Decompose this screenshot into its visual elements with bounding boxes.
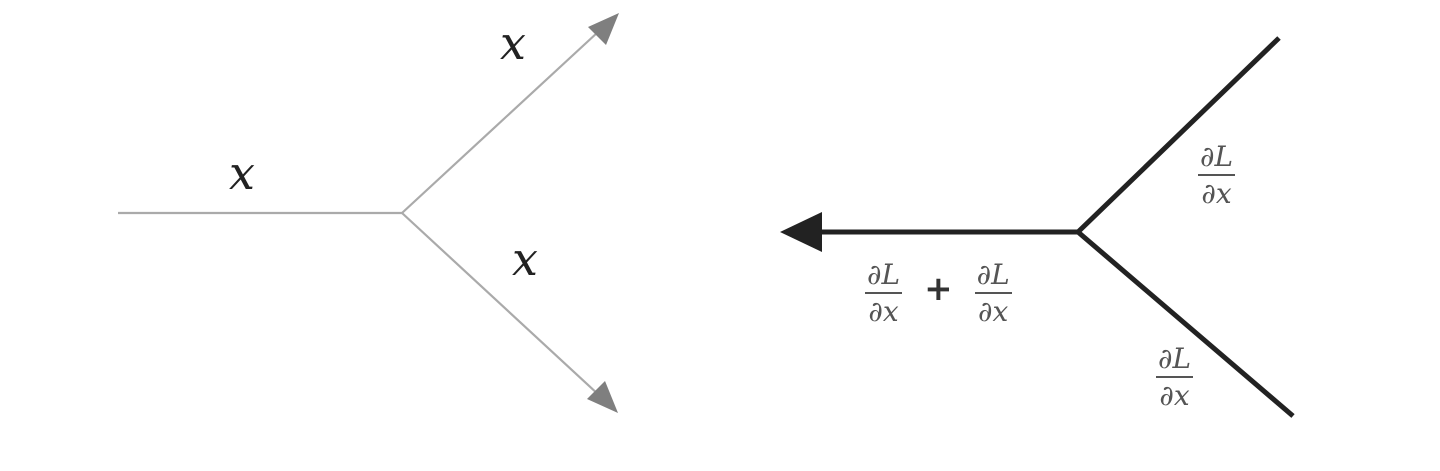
grad-bottom-label: ∂L ∂x xyxy=(1156,342,1194,413)
forward-output-label-bottom: x xyxy=(512,232,538,286)
grad-top-label: ∂L ∂x xyxy=(1198,140,1236,211)
forward-arrowhead-top xyxy=(588,13,619,45)
backward-edge-bottom xyxy=(1076,230,1295,418)
grad-bottom-fraction: ∂L ∂x xyxy=(1156,342,1194,413)
grad-sum-fraction-a: ∂L ∂x xyxy=(865,258,903,329)
backward-edge-top xyxy=(1076,36,1281,234)
forward-input-label: x xyxy=(229,146,255,200)
forward-output-edge-bottom xyxy=(401,212,601,397)
forward-arrowhead-bottom xyxy=(587,381,618,413)
grad-sum-label: ∂L ∂x + ∂L ∂x xyxy=(865,260,1012,327)
forward-output-edge-top xyxy=(401,31,599,214)
backward-arrowhead xyxy=(780,212,822,252)
grad-top-fraction: ∂L ∂x xyxy=(1198,140,1236,211)
forward-output-label-top: x xyxy=(500,16,526,70)
plus-sign: + xyxy=(924,269,953,310)
grad-sum-fraction-b: ∂L ∂x xyxy=(974,258,1012,329)
